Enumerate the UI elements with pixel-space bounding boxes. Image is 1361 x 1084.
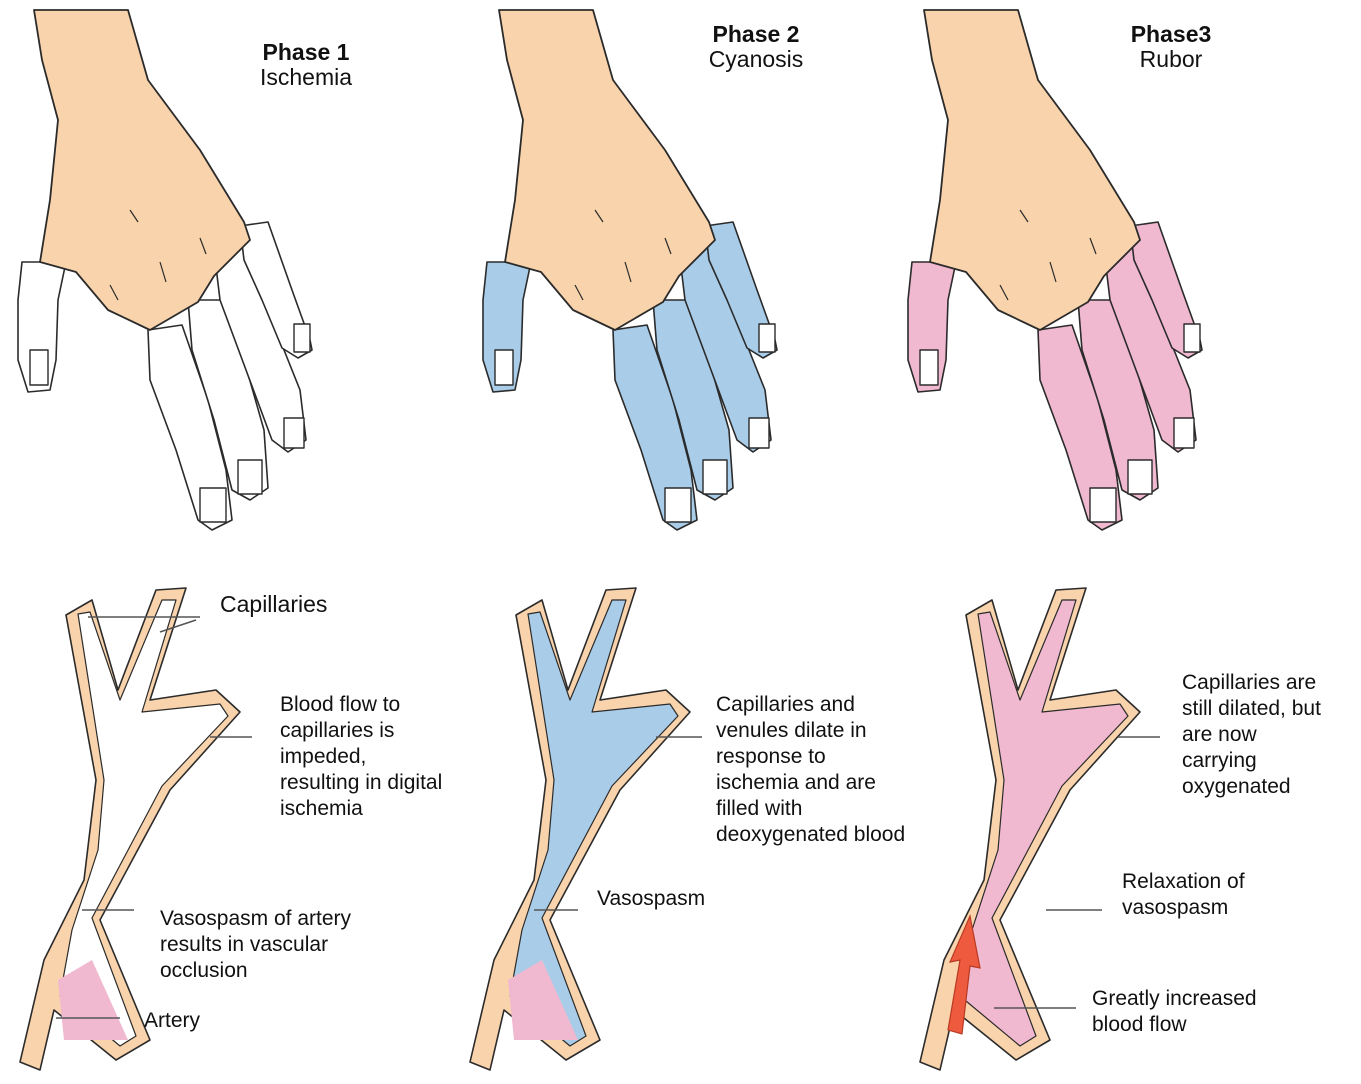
phase-1-vasospasm-label: Vasospasm of artery results in vascular … (160, 906, 351, 984)
vessel-group (20, 588, 240, 1070)
vessel-group (470, 588, 690, 1070)
finger-5-nail (1184, 324, 1200, 352)
phase-3-name: Rubor (1071, 47, 1271, 72)
phase-3-increased-flow-label: Greatly increased blood flow (1092, 986, 1257, 1038)
finger-1-nail (30, 350, 48, 385)
hand-group (483, 10, 777, 530)
phase-1-blood-flow-label: Blood flow to capillaries is impeded, re… (280, 692, 442, 822)
finger-3-nail (238, 460, 262, 494)
finger-2-nail (1090, 488, 1116, 522)
hand-group (908, 10, 1202, 530)
phase-1-title: Phase 1 Ischemia (206, 40, 406, 90)
phase-1-name: Ischemia (206, 65, 406, 90)
phase-2-name: Cyanosis (656, 47, 856, 72)
finger-3-nail (1128, 460, 1152, 494)
finger-5-nail (294, 324, 310, 352)
artery-label: Artery (144, 1008, 200, 1034)
capillaries-label: Capillaries (220, 591, 327, 617)
phase-2-title: Phase 2 Cyanosis (656, 22, 856, 72)
phase-3-relaxation-label: Relaxation of vasospasm (1122, 869, 1245, 921)
phase-1-number: Phase 1 (206, 40, 406, 65)
finger-2-nail (200, 488, 226, 522)
finger-4-nail (749, 418, 769, 448)
finger-1-nail (495, 350, 513, 385)
phase-2-vasospasm-label: Vasospasm (597, 886, 705, 912)
phase-3-number: Phase3 (1071, 22, 1271, 47)
finger-1-nail (920, 350, 938, 385)
finger-5-nail (759, 324, 775, 352)
finger-4-nail (284, 418, 304, 448)
finger-3-nail (703, 460, 727, 494)
phase-2-number: Phase 2 (656, 22, 856, 47)
phase-2-capillaries-label: Capillaries and venules dilate in respon… (716, 692, 905, 848)
phase-3-capillaries-label: Capillaries are still dilated, but are n… (1182, 670, 1321, 800)
finger-2-nail (665, 488, 691, 522)
finger-4-nail (1174, 418, 1194, 448)
phase-3-title: Phase3 Rubor (1071, 22, 1271, 72)
